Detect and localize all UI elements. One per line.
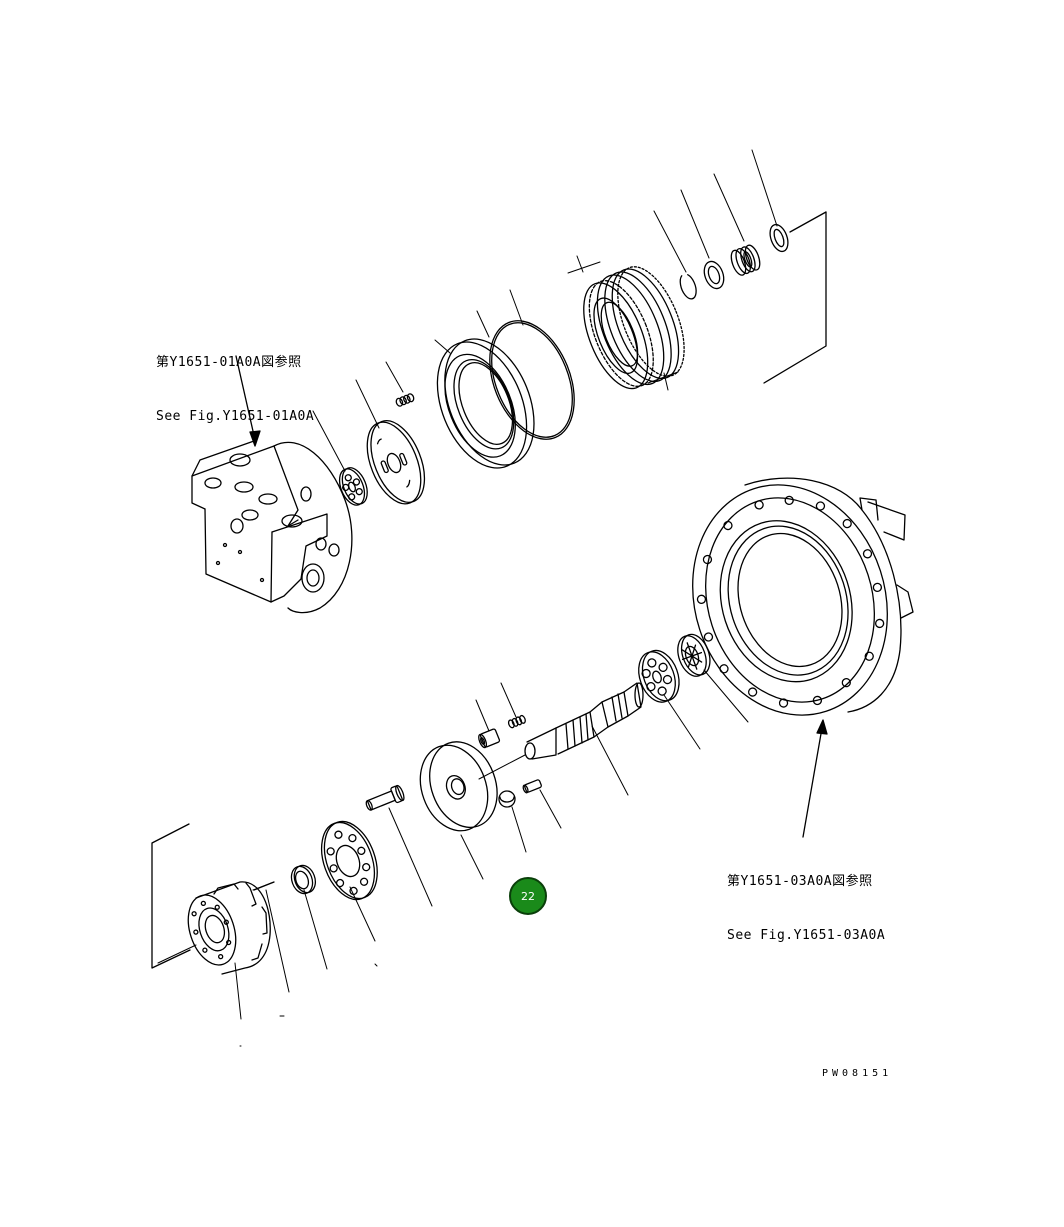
part-callout-number: 22 bbox=[521, 889, 535, 903]
reference-top-line2: See Fig.Y1651-01A0A bbox=[156, 409, 315, 424]
part-swash-plate bbox=[419, 741, 498, 832]
leader-lines-top bbox=[312, 149, 778, 472]
ref-arrow-bottom bbox=[802, 719, 828, 838]
part-ball bbox=[498, 790, 516, 808]
ref-arrow-top bbox=[235, 355, 261, 447]
leader-lines-bottom bbox=[157, 669, 749, 1047]
reference-label-bottom: 第Y1651-03A0A図参照 See Fig.Y1651-03A0A bbox=[727, 837, 885, 963]
reference-bottom-line2: See Fig.Y1651-03A0A bbox=[727, 928, 886, 943]
part-drive-shaft bbox=[524, 682, 644, 760]
bracket-top-group bbox=[763, 211, 827, 384]
part-snap-ring bbox=[679, 274, 697, 300]
part-motor-housing bbox=[191, 440, 353, 614]
part-pin bbox=[522, 779, 542, 794]
part-pin-spring bbox=[507, 714, 526, 729]
part-snap-ring-small bbox=[769, 223, 789, 253]
part-sleeve bbox=[478, 728, 501, 749]
part-valve-plate bbox=[366, 420, 426, 505]
part-cylinder-block bbox=[187, 881, 271, 975]
reference-top-line1: 第Y1651-01A0A図参照 bbox=[156, 355, 302, 370]
drawing-code: PW08151 bbox=[822, 1068, 893, 1079]
part-o-ring-large bbox=[489, 320, 575, 440]
part-guide-rod bbox=[365, 784, 405, 811]
part-callout-badge[interactable]: 22 bbox=[509, 877, 547, 915]
part-retainer-plate bbox=[320, 820, 378, 901]
part-spring bbox=[730, 244, 761, 276]
part-bearing-large bbox=[677, 633, 711, 677]
part-roller-bearing bbox=[638, 649, 680, 703]
reference-label-top: 第Y1651-01A0A図参照 See Fig.Y1651-01A0A bbox=[156, 318, 314, 444]
part-bearing-small bbox=[338, 467, 368, 506]
part-brake-piston bbox=[436, 338, 535, 469]
reference-bottom-line1: 第Y1651-03A0A図参照 bbox=[727, 874, 873, 889]
part-brake-disc-pack bbox=[583, 266, 685, 390]
bracket-bottom-group bbox=[151, 823, 191, 969]
part-bushing bbox=[290, 864, 317, 895]
part-spindle-housing bbox=[692, 477, 914, 716]
part-washer bbox=[703, 260, 725, 290]
part-small-spring bbox=[395, 393, 415, 407]
